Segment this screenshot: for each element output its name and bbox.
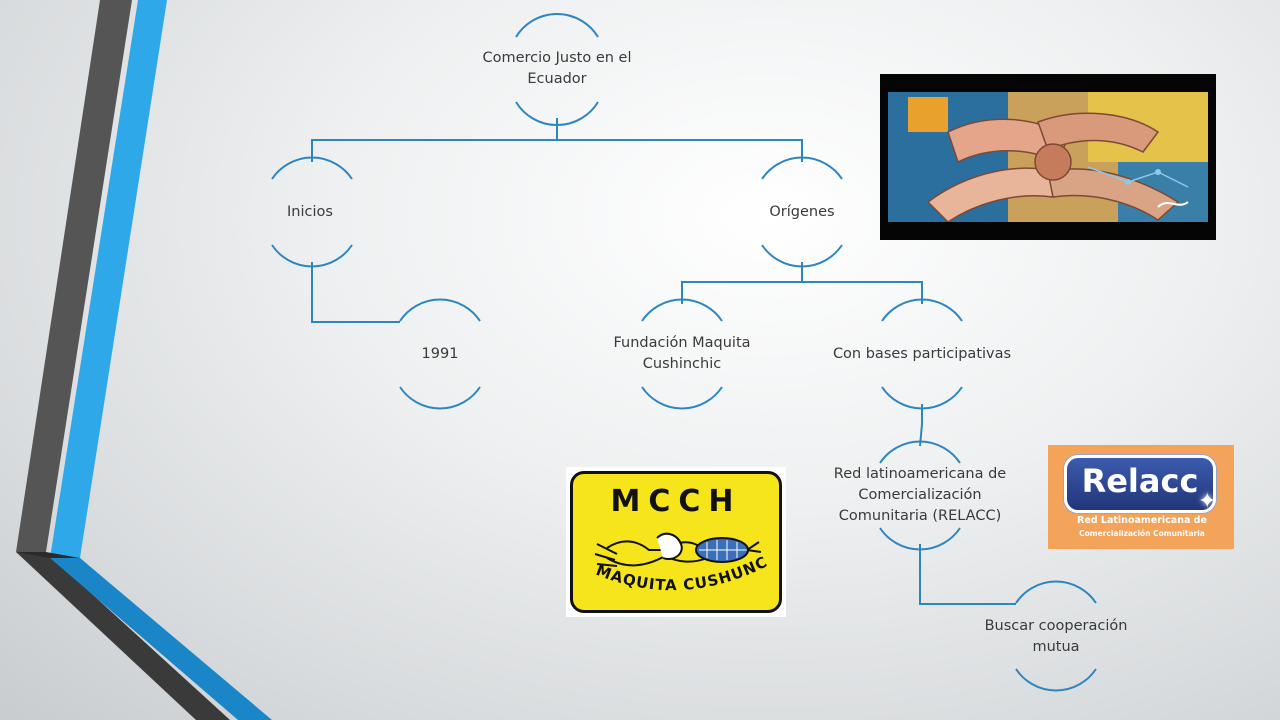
- arc-relacc-top: [879, 440, 961, 464]
- relacc-logo-word: Relacc: [1081, 462, 1199, 500]
- arc-bases-bottom: [881, 386, 963, 410]
- mcch-logo-title: MCCH: [610, 484, 742, 519]
- node-cooperacion-label: Buscar cooperación mutua: [984, 618, 1128, 655]
- arc-1991-bottom: [399, 386, 481, 410]
- line-root-origenes: [557, 139, 803, 162]
- node-maquita-label: Fundación Maquita Cushinchic: [613, 335, 751, 372]
- stripe-blue-lower: [50, 558, 272, 720]
- arc-origenes-bottom: [761, 244, 843, 268]
- line-relacc-cooperacion: [919, 544, 1016, 605]
- node-arcs: [271, 12, 1097, 692]
- stripe-dark-lower: [16, 552, 230, 720]
- stripe-dark-upper: [16, 0, 132, 552]
- node-1991-label: 1991: [421, 346, 459, 362]
- node-bases-label: Con bases participativas: [832, 346, 1012, 362]
- stripe-blue-upper: [50, 0, 167, 558]
- arc-relacc-bottom: [879, 527, 961, 551]
- line-origenes-maquita: [681, 262, 803, 304]
- line-bases-relacc: [919, 404, 923, 447]
- arc-cooperacion-bottom: [1015, 668, 1097, 692]
- line-inicios-1991: [311, 262, 400, 323]
- arc-maquita-bottom: [641, 386, 723, 410]
- connector-lines: [311, 118, 1016, 605]
- line-origenes-bases: [802, 281, 923, 304]
- mcch-logo: MCCH MAQUITA CUSHUNCHIC: [566, 467, 786, 617]
- sparkle-icon: ✦: [1198, 489, 1217, 514]
- hands-photo: [880, 74, 1216, 240]
- relacc-logo-line2: Comercialización Comunitaria: [1079, 529, 1205, 538]
- handshake-icon: MAQUITA CUSHUNCHIC: [577, 478, 770, 594]
- mcch-logo-frame: MCCH MAQUITA CUSHUNCHIC: [570, 471, 782, 613]
- arc-inicios-bottom: [271, 244, 353, 268]
- node-inicios-label: Inicios: [287, 204, 333, 220]
- node-origenes-label: Orígenes: [769, 204, 835, 220]
- arc-origenes-top: [761, 156, 843, 180]
- relacc-logo-line1: Red Latinoamericana de: [1077, 515, 1207, 526]
- arc-cooperacion-top: [1015, 580, 1097, 604]
- hands-illustration: [888, 92, 1208, 222]
- arc-root-bottom: [515, 101, 599, 127]
- arc-1991-top: [399, 298, 481, 322]
- relacc-logo-badge: Relacc: [1064, 455, 1216, 513]
- arc-inicios-top: [271, 156, 353, 180]
- relacc-logo: Relacc ✦ Red Latinoamericana de Comercia…: [1048, 445, 1234, 549]
- arc-maquita-top: [641, 298, 723, 322]
- arc-root-top: [515, 12, 599, 38]
- node-root-label: Comercio Justo en el Ecuador: [482, 50, 632, 87]
- node-relacc-label: Red latinoamericana de Comercialización …: [833, 466, 1007, 524]
- arc-bases-top: [881, 298, 963, 322]
- line-root-inicios: [311, 118, 558, 162]
